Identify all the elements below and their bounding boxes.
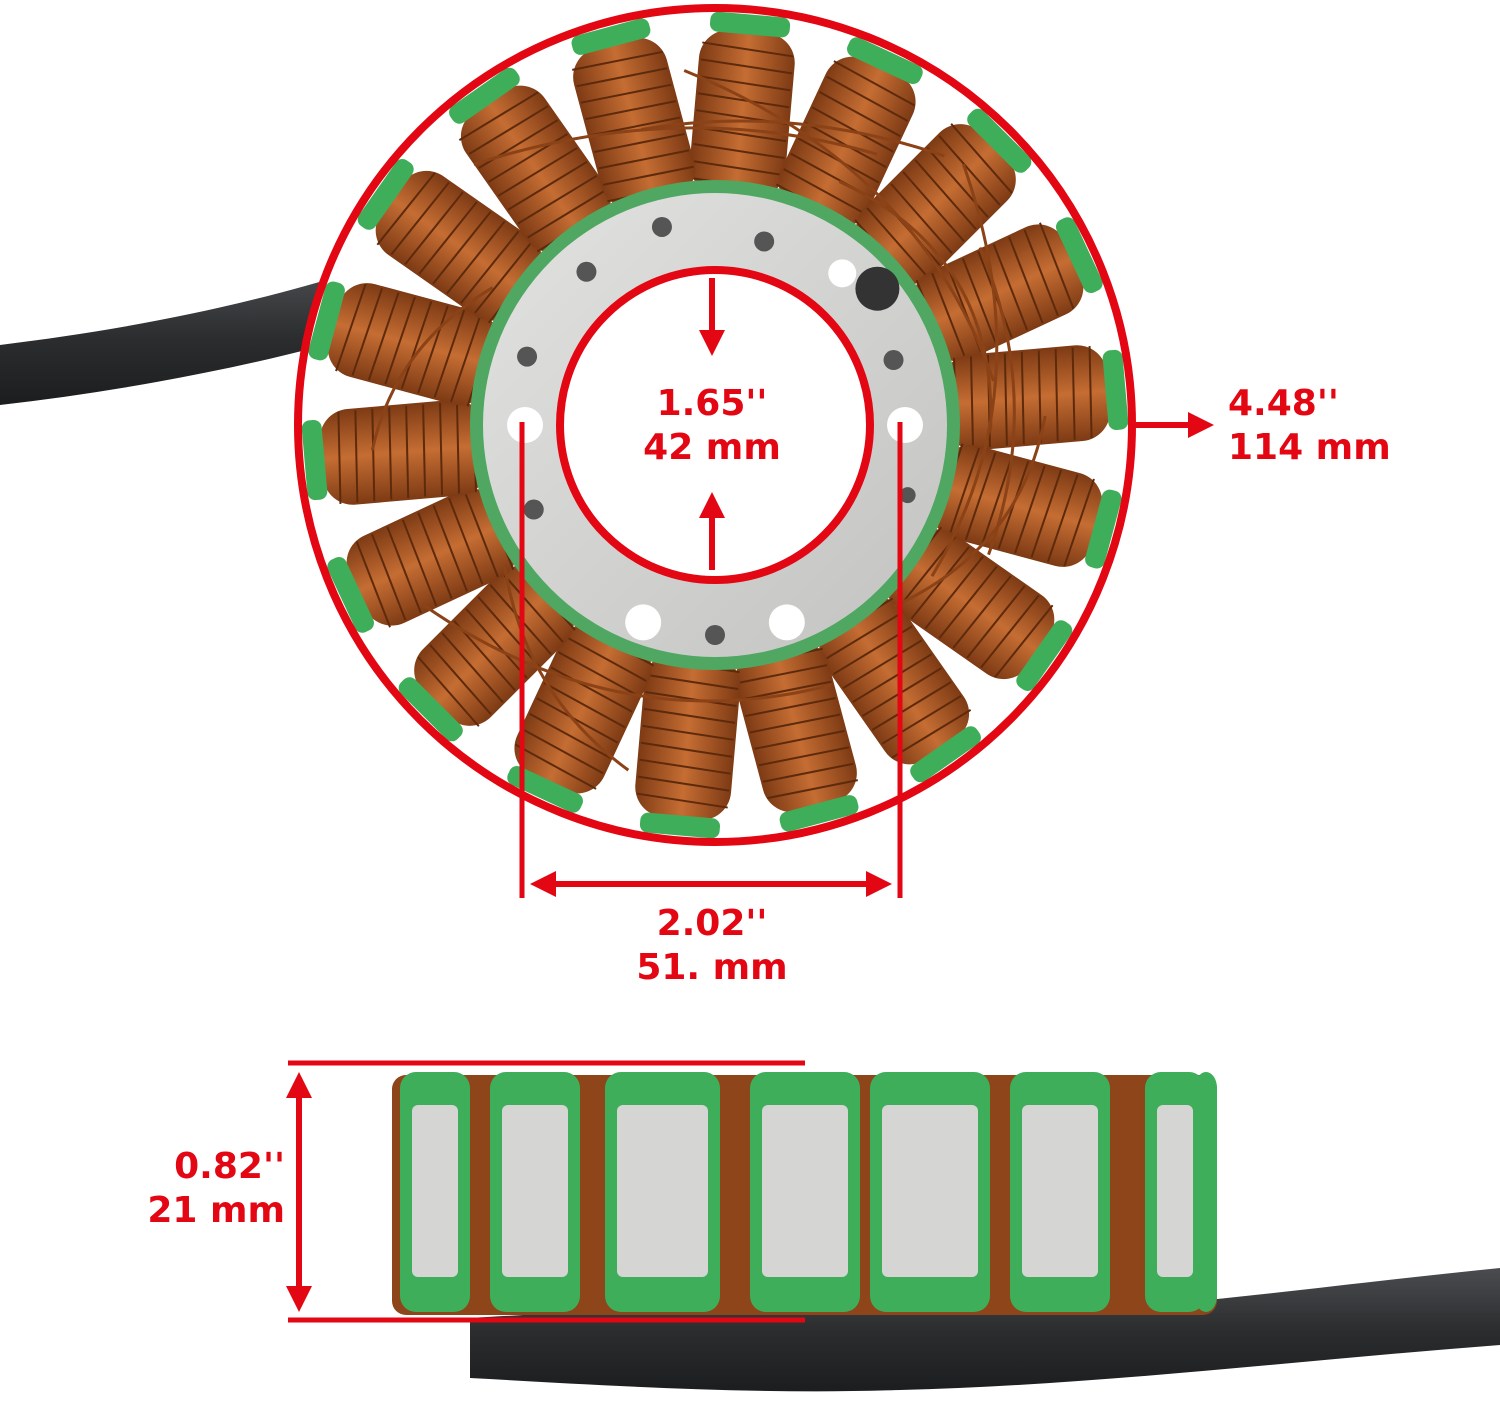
outer-diameter-inch: 4.48'': [1228, 382, 1391, 426]
stator-side-view: [392, 1072, 1500, 1391]
height-inch: 0.82'': [140, 1145, 285, 1189]
outer-diameter-mm: 114 mm: [1228, 426, 1391, 470]
mounting-hole: [652, 217, 672, 237]
lamination-face: [762, 1105, 848, 1277]
mounting-hole: [576, 262, 596, 282]
bolt-spacing-arrowhead-right: [866, 871, 892, 897]
height-label: 0.82'' 21 mm: [140, 1145, 285, 1233]
pole-shoe: [1195, 1072, 1217, 1312]
mounting-hole: [855, 267, 899, 311]
mounting-hole: [517, 347, 537, 367]
mounting-hole: [884, 350, 904, 370]
inner-diameter-mm: 42 mm: [643, 426, 781, 470]
mounting-hole: [524, 500, 544, 520]
inner-diameter-label: 1.65'' 42 mm: [643, 382, 781, 470]
outer-diameter-arrowhead: [1188, 412, 1214, 438]
bolt-spacing-mm: 51. mm: [636, 946, 787, 990]
mounting-hole: [507, 407, 543, 443]
mounting-hole: [769, 604, 805, 640]
lamination-face: [882, 1105, 978, 1277]
mounting-hole: [754, 231, 774, 251]
mounting-hole: [887, 407, 923, 443]
lamination-face: [502, 1105, 568, 1277]
lamination-face: [412, 1105, 458, 1277]
outer-diameter-label: 4.48'' 114 mm: [1228, 382, 1391, 470]
mounting-hole: [625, 604, 661, 640]
mounting-hole: [705, 625, 725, 645]
bolt-spacing-arrowhead-left: [530, 871, 556, 897]
lamination-face: [1157, 1105, 1193, 1277]
mounting-hole: [828, 259, 856, 287]
height-arrowhead-top: [286, 1072, 312, 1098]
lamination-face: [617, 1105, 708, 1277]
height-mm: 21 mm: [140, 1189, 285, 1233]
bolt-spacing-label: 2.02'' 51. mm: [636, 902, 787, 990]
bolt-spacing-inch: 2.02'': [636, 902, 787, 946]
height-arrowhead-bottom: [286, 1286, 312, 1312]
inner-diameter-inch: 1.65'': [643, 382, 781, 426]
lamination-face: [1022, 1105, 1098, 1277]
side-pole-shoes: [400, 1072, 1217, 1312]
